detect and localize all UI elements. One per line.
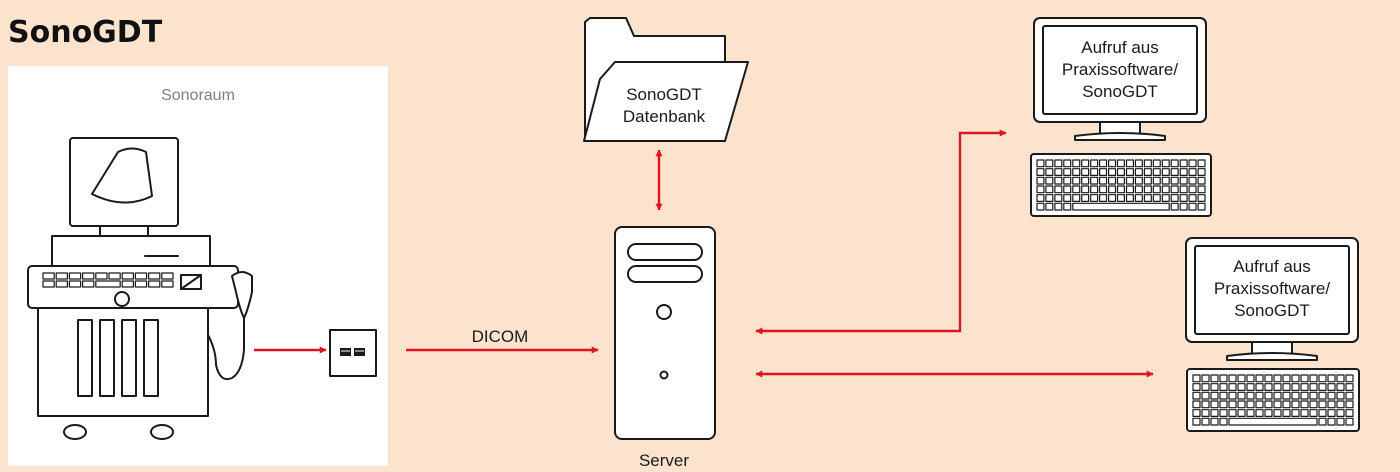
workstation-2-line3: SonoGDT (1234, 301, 1310, 320)
workstation-2-line1: Aufruf aus (1233, 257, 1311, 276)
keyboard-icon (1030, 153, 1212, 217)
workstation-1-line2: Praxissoftware/ (1062, 60, 1178, 79)
server-label: Server (639, 451, 689, 470)
folder-label-line1: SonoGDT (626, 85, 702, 104)
server-tower-icon (614, 226, 716, 440)
network-socket-icon (329, 329, 377, 377)
folder-icon (583, 17, 749, 142)
dicom-label: DICOM (472, 327, 529, 346)
keyboard-icon (1186, 368, 1360, 432)
page-title: SonoGDT (8, 15, 163, 50)
monitor-icon (1033, 17, 1207, 141)
sonoraum-label: Sonoraum (161, 87, 235, 104)
monitor-icon (1185, 237, 1359, 361)
workstation-1-line3: SonoGDT (1082, 82, 1158, 101)
ultrasound-machine-icon (27, 137, 253, 440)
workstation-1-line1: Aufruf aus (1081, 38, 1159, 57)
arrow-server-workstation-1 (755, 129, 1007, 335)
folder-label-line2: Datenbank (623, 107, 706, 126)
workstation-2-line2: Praxissoftware/ (1214, 279, 1330, 298)
